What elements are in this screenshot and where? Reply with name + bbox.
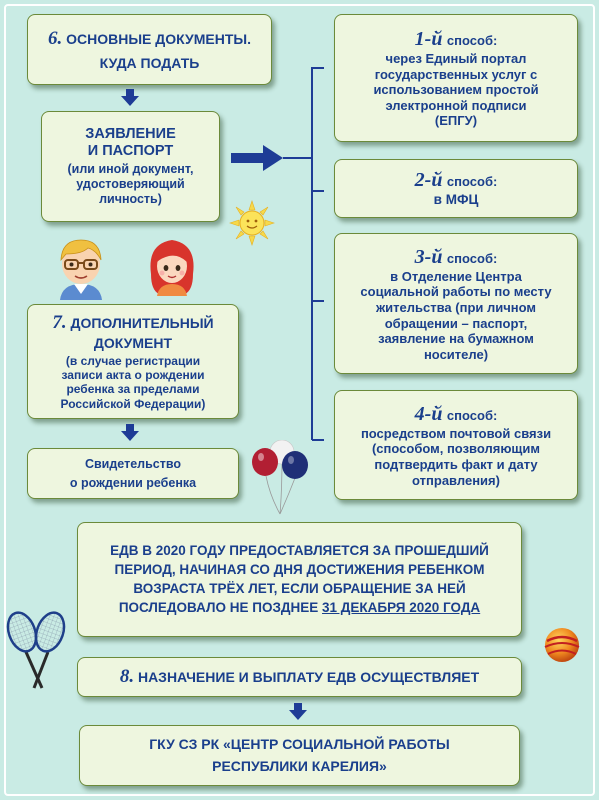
additional-title-line2: ДОКУМЕНТ bbox=[93, 334, 173, 351]
page-frame bbox=[4, 4, 595, 796]
arrow-right-icon bbox=[231, 145, 283, 171]
edv-notice-box: ЕДВ В 2020 ГОДУ ПРЕДОСТАВЛЯЕТСЯ ЗА ПРОШЕ… bbox=[77, 522, 522, 637]
sun-icon bbox=[229, 200, 275, 246]
way-4-number: 4-й bbox=[414, 402, 443, 425]
application-passport-box: ЗАЯВЛЕНИЕ И ПАСПОРТ (или иной документ, … bbox=[41, 111, 220, 222]
certificate-line1: Свидетельство bbox=[84, 456, 182, 471]
step-number-6: 6. bbox=[47, 27, 63, 49]
additional-note-line4: Российской Федерации) bbox=[60, 396, 206, 411]
edv-deadline: 31 ДЕКАБРЯ 2020 ГОДА bbox=[322, 600, 481, 616]
arrow-down-icon bbox=[121, 424, 139, 442]
way-3-line5: заявление на бумажном bbox=[378, 331, 534, 347]
connector-vertical-line bbox=[311, 67, 313, 440]
way-3-line4: обращении – паспорт, bbox=[384, 315, 528, 331]
way-1-line1: через Единый портал bbox=[385, 51, 527, 67]
way-3-line1: в Отделение Центра bbox=[390, 268, 522, 284]
assignment-title: 8. НАЗНАЧЕНИЕ И ВЫПЛАТУ ЕДВ ОСУЩЕСТВЛЯЕТ bbox=[119, 665, 480, 687]
way-1-line4: электронной подписи bbox=[385, 97, 527, 113]
birth-certificate-box: Свидетельство о рождении ребенка bbox=[27, 448, 239, 499]
application-title-line1: ЗАЯВЛЕНИЕ bbox=[85, 125, 176, 142]
way-1-line3: использованием простой bbox=[373, 82, 539, 98]
way-2-line1: в МФЦ bbox=[433, 192, 479, 208]
way-1-heading: 1-й способ: bbox=[414, 28, 498, 51]
way-3-number: 3-й bbox=[414, 245, 443, 268]
certificate-line2: о рождении ребенка bbox=[69, 475, 197, 490]
arrow-down-icon bbox=[289, 703, 307, 721]
way-1-line5: (ЕПГУ) bbox=[434, 113, 478, 129]
arrow-down-icon bbox=[121, 89, 139, 107]
way-3-line2: социальной работы по месту bbox=[360, 284, 552, 300]
boy-icon bbox=[60, 239, 102, 300]
way-3-line3: жительства (при личном bbox=[375, 299, 537, 315]
application-title-line2: И ПАСПОРТ bbox=[87, 143, 174, 159]
way-1-box: 1-й способ: через Единый портал государс… bbox=[334, 14, 578, 142]
main-documents-title-line2: КУДА ПОДАТЬ bbox=[99, 54, 200, 71]
additional-note-line1: (в случае регистрации bbox=[65, 353, 201, 368]
application-note-line2: удостоверяющий bbox=[76, 177, 185, 192]
edv-line1: ЕДВ В 2020 ГОДУ ПРЕДОСТАВЛЯЕТСЯ ЗА ПРОШЕ… bbox=[110, 542, 489, 558]
connector-stub bbox=[283, 157, 312, 159]
way-4-line3: подтвердить факт и дату bbox=[374, 457, 538, 472]
way-2-heading: 2-й способ: bbox=[414, 169, 498, 192]
edv-line2: ПЕРИОД, НАЧИНАЯ СО ДНЯ ДОСТИЖЕНИЯ РЕБЕНК… bbox=[114, 561, 485, 577]
way-2-number: 2-й bbox=[414, 169, 443, 192]
step-number-7: 7. bbox=[52, 311, 67, 333]
balloons-icon bbox=[252, 440, 308, 515]
connector-tick-way-3 bbox=[312, 300, 324, 302]
additional-note-line3: ребенка за пределами bbox=[66, 382, 200, 397]
girl-icon bbox=[150, 240, 194, 296]
additional-title-line1: 7. ДОПОЛНИТЕЛЬНЫЙ bbox=[52, 311, 214, 333]
ball-icon bbox=[544, 628, 580, 662]
main-documents-box: 6. ОСНОВНЫЕ ДОКУМЕНТЫ. КУДА ПОДАТЬ bbox=[27, 14, 272, 85]
additional-document-box: 7. ДОПОЛНИТЕЛЬНЫЙ ДОКУМЕНТ (в случае рег… bbox=[27, 304, 239, 419]
gku-line2: РЕСПУБЛИКИ КАРЕЛИЯ» bbox=[212, 758, 387, 774]
additional-note-line2: записи акта о рождении bbox=[61, 367, 205, 382]
way-4-line2: (способом, позволяющим bbox=[371, 441, 541, 457]
way-3-box: 3-й способ: в Отделение Центра социально… bbox=[334, 233, 578, 374]
way-4-box: 4-й способ: посредством почтовой связи (… bbox=[334, 390, 578, 500]
application-note-line1: (или иной документ, bbox=[67, 162, 194, 177]
way-4-line4: отправления) bbox=[412, 472, 500, 488]
way-1-number: 1-й bbox=[414, 28, 443, 51]
way-4-line1: посредством почтовой связи bbox=[360, 425, 552, 441]
connector-tick-way-1 bbox=[312, 67, 324, 69]
way-4-heading: 4-й способ: bbox=[414, 402, 498, 425]
way-1-line2: государственных услуг с bbox=[374, 66, 538, 82]
badminton-rackets-icon bbox=[6, 611, 66, 689]
edv-line3: ВОЗРАСТА ТРЁХ ЛЕТ, ЕСЛИ ОБРАЩЕНИЕ ЗА НЕЙ bbox=[133, 581, 466, 596]
way-2-box: 2-й способ: в МФЦ bbox=[334, 159, 578, 218]
way-3-heading: 3-й способ: bbox=[414, 245, 498, 268]
application-note-line3: личность) bbox=[99, 192, 162, 207]
connector-tick-way-2 bbox=[312, 190, 324, 192]
step-number-8: 8. bbox=[119, 665, 135, 687]
connector-tick-way-4 bbox=[312, 439, 324, 441]
gku-box: ГКУ СЗ РК «ЦЕНТР СОЦИАЛЬНОЙ РАБОТЫ РЕСПУ… bbox=[79, 725, 520, 786]
edv-line4: ПОСЛЕДОВАЛО НЕ ПОЗДНЕЕ 31 ДЕКАБРЯ 2020 Г… bbox=[118, 600, 481, 616]
way-3-line6: носителе) bbox=[423, 346, 489, 362]
assignment-box: 8. НАЗНАЧЕНИЕ И ВЫПЛАТУ ЕДВ ОСУЩЕСТВЛЯЕТ bbox=[77, 657, 522, 697]
gku-line1: ГКУ СЗ РК «ЦЕНТР СОЦИАЛЬНОЙ РАБОТЫ bbox=[149, 736, 450, 753]
main-documents-title-line1: 6. ОСНОВНЫЕ ДОКУМЕНТЫ. bbox=[47, 27, 252, 49]
